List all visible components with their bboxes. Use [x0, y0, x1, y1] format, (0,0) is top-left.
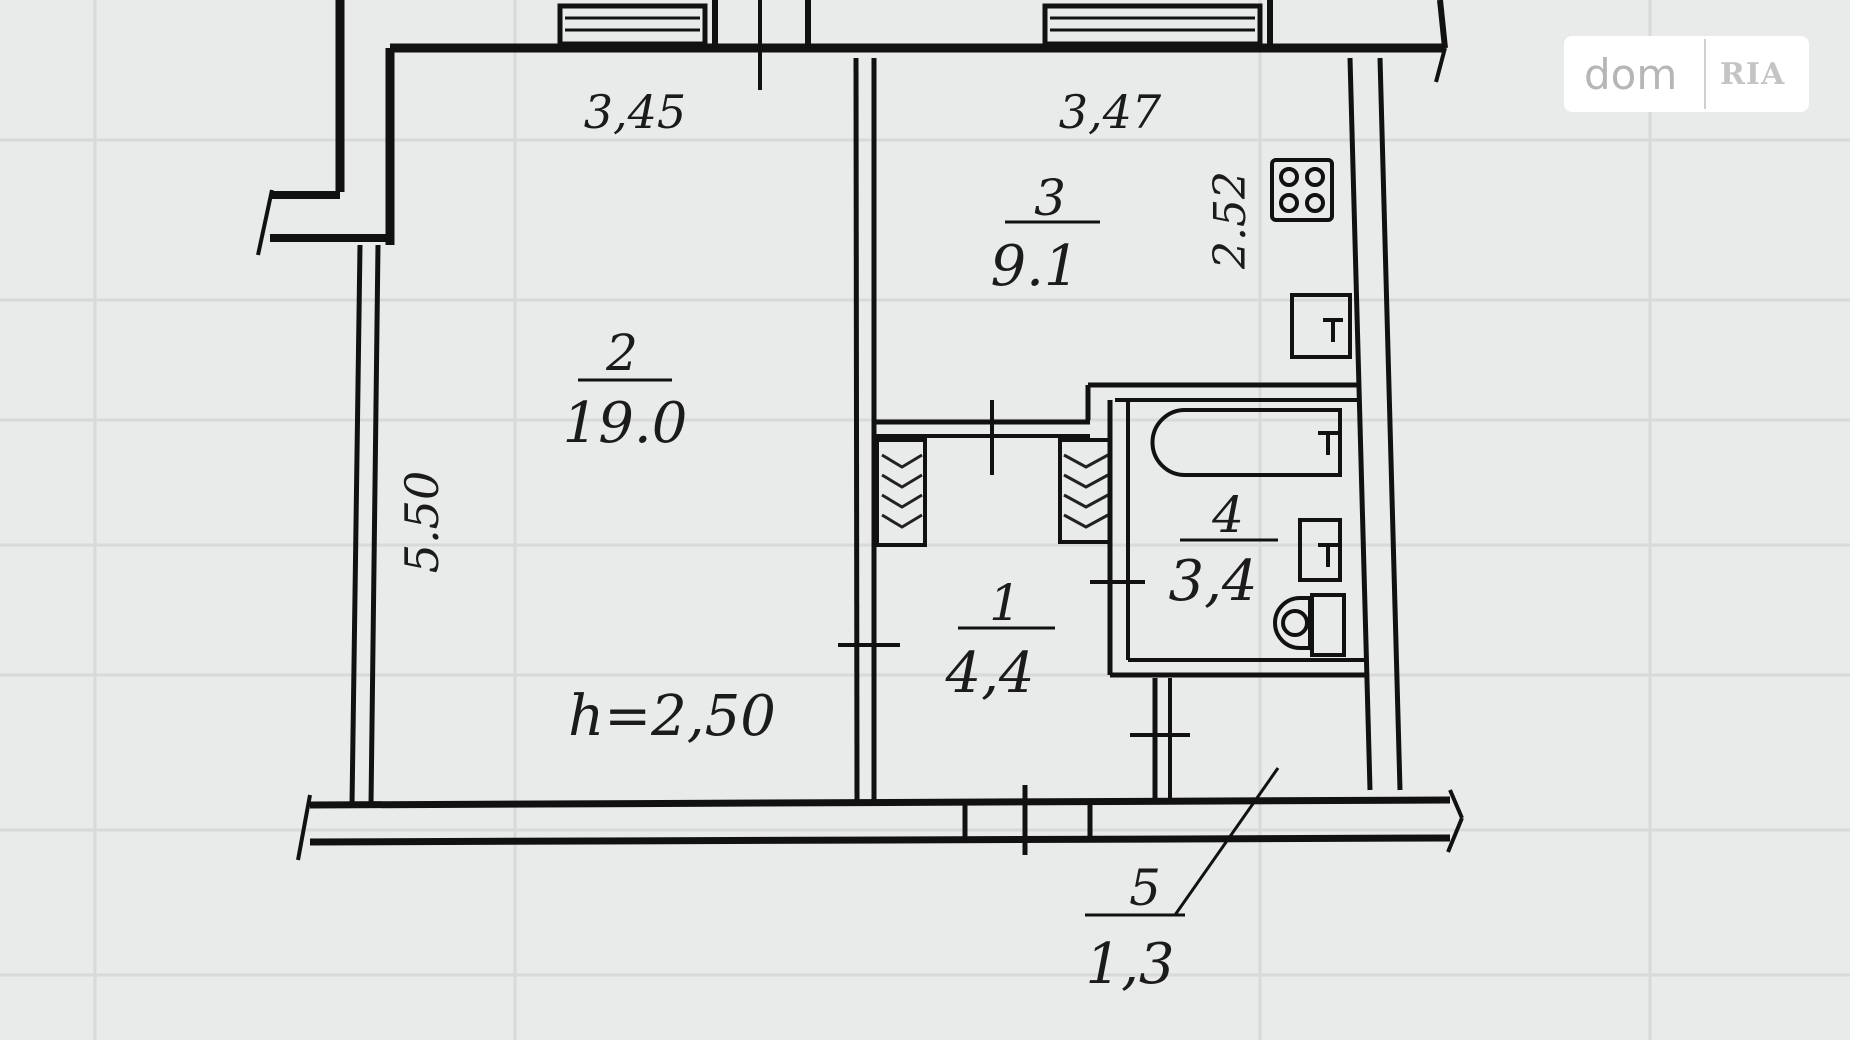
room-4-area: 3,4	[1168, 549, 1257, 614]
logo-divider	[1704, 39, 1706, 109]
room-1-area: 4,4	[944, 641, 1034, 706]
window	[1042, 0, 1273, 48]
room-2-length-dimension: 5.50	[395, 471, 449, 573]
leader-line	[1085, 767, 1280, 917]
room-4-number: 4	[1211, 486, 1244, 544]
ceiling-height: h=2,50	[568, 684, 776, 749]
logo-ria-text: RIA	[1720, 56, 1786, 92]
logo-dom-text: dom	[1584, 49, 1678, 99]
bathroom-wall	[1085, 382, 1368, 678]
room-2-label: 2 19.0	[563, 324, 688, 456]
window	[557, 0, 811, 90]
room-2-width-dimension: 3,45	[584, 85, 686, 139]
room-2-number: 2	[605, 324, 638, 382]
stove-icon	[1270, 158, 1334, 222]
exterior-wall	[256, 0, 1448, 256]
toilet-icon	[1273, 593, 1346, 657]
room-3-label: 3 9.1	[990, 169, 1100, 299]
room-1-label: 1 4,4	[944, 574, 1055, 706]
room-5-number: 5	[1129, 859, 1161, 917]
ventilation-shaft	[881, 453, 1109, 529]
room-5-label: 5 1,3	[1085, 859, 1174, 997]
room-4-label: 4 3,4	[1168, 486, 1278, 614]
bathtub-icon	[1150, 408, 1342, 477]
room-1-number: 1	[989, 574, 1021, 632]
kitchen-sink-icon	[1290, 293, 1352, 359]
domria-logo[interactable]: dom RIA	[1564, 36, 1809, 112]
door-frame	[1130, 678, 1190, 800]
room-3-number: 3	[1034, 169, 1066, 227]
room-3-width-dimension: 3,47	[1059, 85, 1162, 139]
exterior-wall	[296, 785, 1464, 861]
room-5-area: 1,3	[1085, 932, 1174, 997]
room-3-depth-dimension: 2.52	[1205, 171, 1256, 270]
wall	[1347, 57, 1403, 791]
room-3-area: 9.1	[990, 234, 1079, 299]
partition-wall	[838, 57, 900, 801]
room-2-area: 19.0	[563, 391, 688, 456]
wall	[349, 244, 381, 806]
sink-icon	[1298, 518, 1342, 582]
